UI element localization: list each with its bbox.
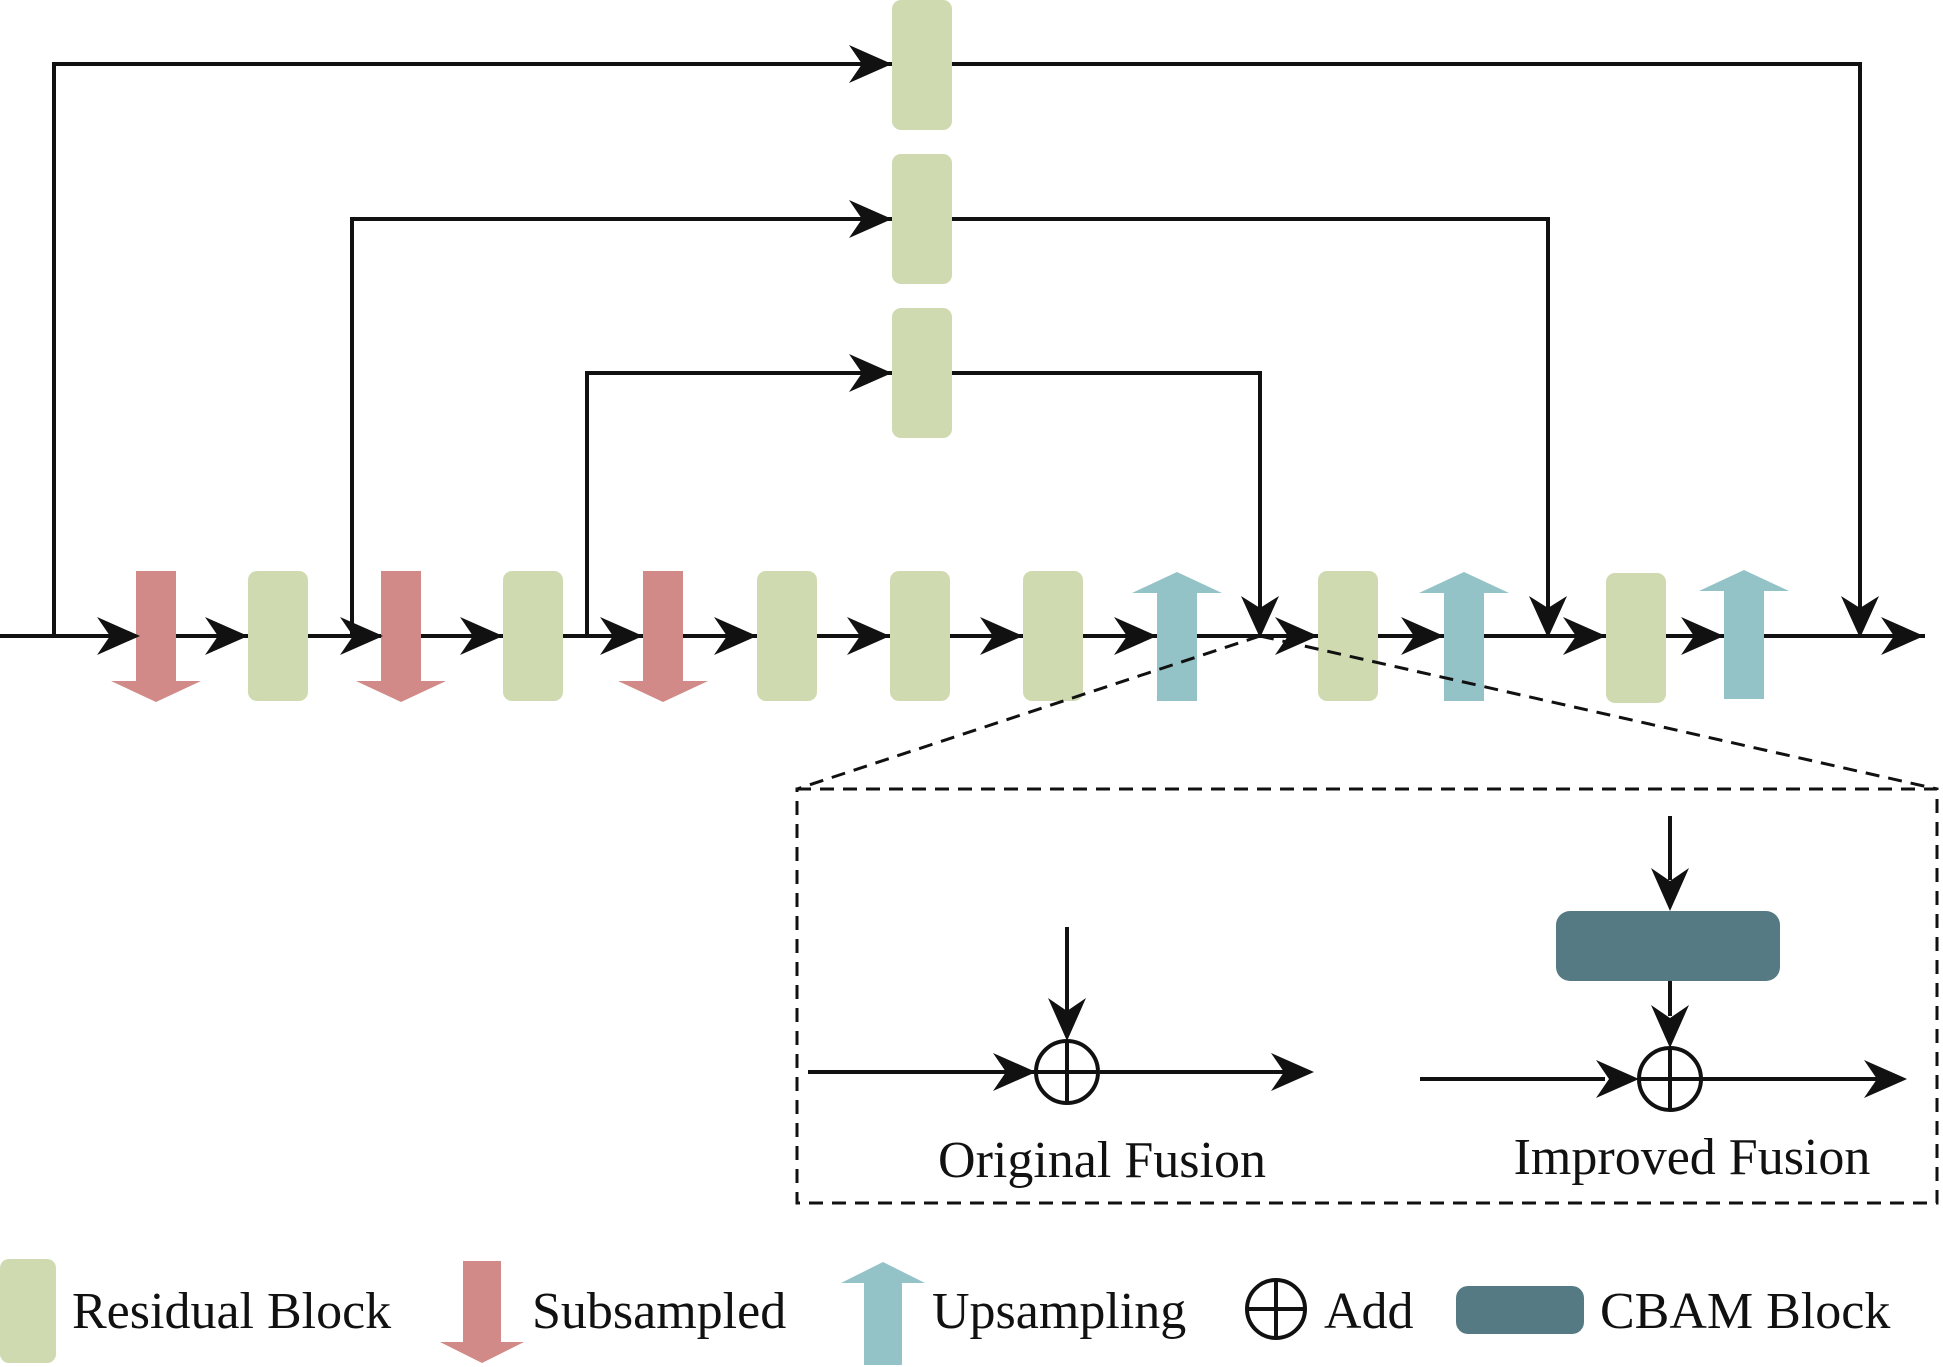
legend: Residual Block Subsampled Upsampling Add… [0, 1259, 1890, 1365]
legend-upsampling-label: Upsampling [932, 1283, 1186, 1340]
subsampled-arrow [111, 571, 201, 702]
improved-fusion: Improved Fusion [1420, 816, 1907, 1186]
arrowhead [714, 617, 757, 655]
upsampling-arrow [1699, 570, 1789, 699]
residual-block [892, 0, 952, 130]
zoom-callout [795, 634, 1939, 1205]
residual-block [1023, 571, 1083, 701]
legend-subsampled-swatch [440, 1261, 524, 1363]
arrowhead [980, 617, 1023, 655]
arrowhead [1841, 596, 1879, 638]
residual-block [1318, 571, 1378, 701]
cbam-block [1556, 911, 1780, 981]
residual-block [892, 308, 952, 438]
legend-cbam-label: CBAM Block [1600, 1283, 1890, 1340]
legend-residual-label: Residual Block [72, 1283, 391, 1340]
residual-block [248, 571, 308, 701]
legend-cbam-swatch [1456, 1286, 1584, 1334]
subsampled-arrow [618, 571, 708, 702]
main-path-blocks [111, 570, 1789, 703]
skip-arrowheads [849, 45, 1879, 638]
arrowhead [993, 1053, 1036, 1091]
callout-line-right [1259, 634, 1938, 791]
arrowhead [1401, 617, 1444, 655]
arrowhead [1881, 617, 1924, 655]
residual-block [890, 571, 950, 701]
arrowhead [1529, 596, 1567, 638]
arrowhead [849, 354, 892, 392]
callout-line-left [796, 634, 1261, 791]
arrowhead [1681, 617, 1724, 655]
arrowhead [205, 617, 248, 655]
arrowhead [1241, 596, 1279, 638]
legend-add-swatch [1245, 1278, 1307, 1340]
arrowhead [1651, 1005, 1689, 1048]
improved-fusion-label: Improved Fusion [1514, 1129, 1871, 1186]
upsampling-arrow [1419, 572, 1509, 701]
arrowhead [849, 200, 892, 238]
skip-connections [52, 62, 1862, 636]
arrowhead [600, 617, 643, 655]
arrowhead [849, 45, 892, 83]
residual-block [757, 571, 817, 701]
original-fusion-label: Original Fusion [938, 1132, 1266, 1189]
legend-subsampled-label: Subsampled [532, 1283, 786, 1340]
arrowhead [460, 617, 503, 655]
subsampled-arrow [356, 571, 446, 702]
arrowhead [1275, 617, 1318, 655]
legend-add-label: Add [1324, 1283, 1414, 1340]
arrowhead [847, 617, 890, 655]
inset-frame [795, 787, 1939, 1205]
arrowhead [1864, 1060, 1907, 1098]
upsampling-arrow [1132, 572, 1222, 701]
arrowhead [1271, 1053, 1314, 1091]
skip-connection-1 [52, 62, 1862, 636]
residual-block [892, 154, 952, 284]
legend-residual-swatch [0, 1259, 56, 1363]
arrowhead [340, 617, 383, 655]
arrowhead [1048, 998, 1086, 1041]
arrowhead [1596, 1060, 1639, 1098]
original-fusion: Original Fusion [808, 927, 1314, 1189]
main-arrowheads [97, 617, 1924, 655]
arrowhead [1563, 617, 1606, 655]
arrowhead [1651, 868, 1689, 911]
arrowhead [97, 617, 140, 655]
skip-residual-blocks [892, 0, 952, 438]
residual-block [1606, 573, 1666, 703]
legend-upsampling-swatch [841, 1262, 925, 1365]
residual-block [503, 571, 563, 701]
arrowhead [1114, 617, 1157, 655]
